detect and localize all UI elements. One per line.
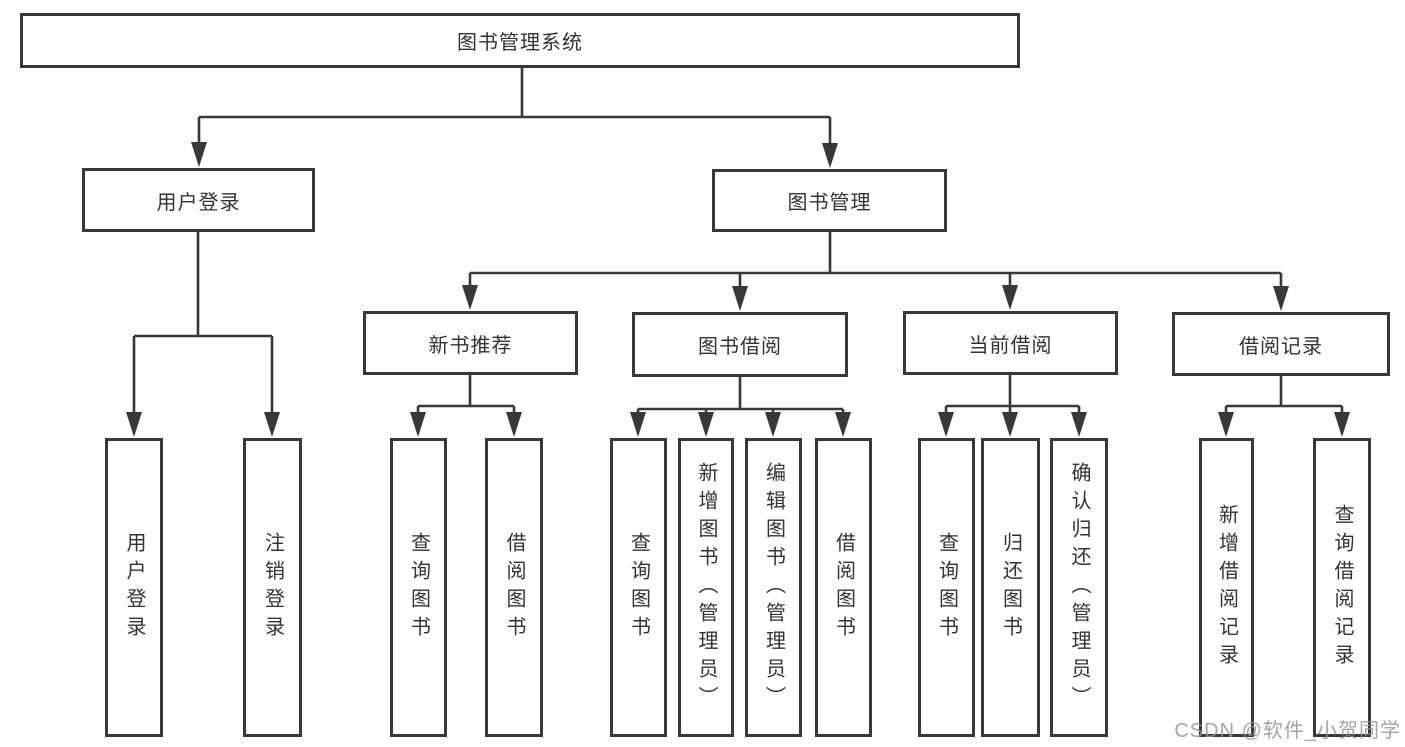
node-label: 编辑图书（管理员） bbox=[762, 461, 785, 714]
node-label: 借阅图书 bbox=[503, 531, 525, 644]
node-label: 确认归还（管理员） bbox=[1068, 461, 1090, 714]
node-label: 查询图书 bbox=[627, 531, 650, 644]
node-book-borrowing: 图书借阅 bbox=[632, 312, 848, 377]
node-leaf-add-borrow-record: 新增借阅记录 bbox=[1199, 438, 1254, 737]
node-leaf-return-books: 归还图书 bbox=[981, 438, 1040, 737]
node-label: 图书借阅 bbox=[698, 336, 782, 358]
node-label: 图书管理系统 bbox=[457, 32, 583, 54]
node-label: 借阅记录 bbox=[1239, 335, 1323, 358]
node-leaf-query-borrow-record: 查询借阅记录 bbox=[1313, 438, 1371, 737]
arrowhead-icons bbox=[126, 142, 1350, 437]
node-label: 当前借阅 bbox=[968, 334, 1053, 357]
node-label: 用户登录 bbox=[156, 191, 241, 214]
node-current-borrowing: 当前借阅 bbox=[903, 311, 1118, 375]
node-leaf-query-books-1: 查询图书 bbox=[390, 438, 447, 737]
node-leaf-borrow-books-1: 借阅图书 bbox=[485, 438, 543, 737]
node-label: 归还图书 bbox=[999, 531, 1022, 644]
node-label: 查询图书 bbox=[407, 531, 430, 644]
node-leaf-query-books-2: 查询图书 bbox=[610, 438, 667, 737]
node-leaf-edit-books-admin: 编辑图书（管理员） bbox=[745, 438, 802, 737]
node-label: 借阅图书 bbox=[832, 531, 855, 644]
csdn-watermark: CSDN @软件_小贺同学 bbox=[1174, 720, 1401, 742]
node-label: 新增借阅记录 bbox=[1215, 503, 1238, 672]
node-user-login: 用户登录 bbox=[82, 168, 315, 232]
node-borrowing-records: 借阅记录 bbox=[1172, 312, 1390, 376]
node-label: 新增图书（管理员） bbox=[695, 461, 717, 714]
node-label: 用户登录 bbox=[123, 531, 145, 644]
node-label: 查询借阅记录 bbox=[1331, 503, 1353, 672]
node-label: 图书管理 bbox=[787, 192, 872, 214]
node-leaf-borrow-books-2: 借阅图书 bbox=[815, 438, 872, 737]
node-leaf-confirm-return-admin: 确认归还（管理员） bbox=[1050, 438, 1108, 737]
node-leaf-user-login: 用户登录 bbox=[105, 438, 163, 737]
node-leaf-logout: 注销登录 bbox=[243, 438, 302, 737]
node-leaf-query-books-3: 查询图书 bbox=[918, 438, 975, 737]
node-book-management: 图书管理 bbox=[712, 169, 947, 232]
node-leaf-add-books-admin: 新增图书（管理员） bbox=[678, 438, 734, 737]
node-label: 新书推荐 bbox=[428, 334, 513, 357]
node-new-book-recommend: 新书推荐 bbox=[363, 311, 578, 375]
node-root-library-system: 图书管理系统 bbox=[20, 13, 1020, 68]
node-label: 注销登录 bbox=[261, 531, 284, 644]
node-label: 查询图书 bbox=[935, 531, 958, 644]
